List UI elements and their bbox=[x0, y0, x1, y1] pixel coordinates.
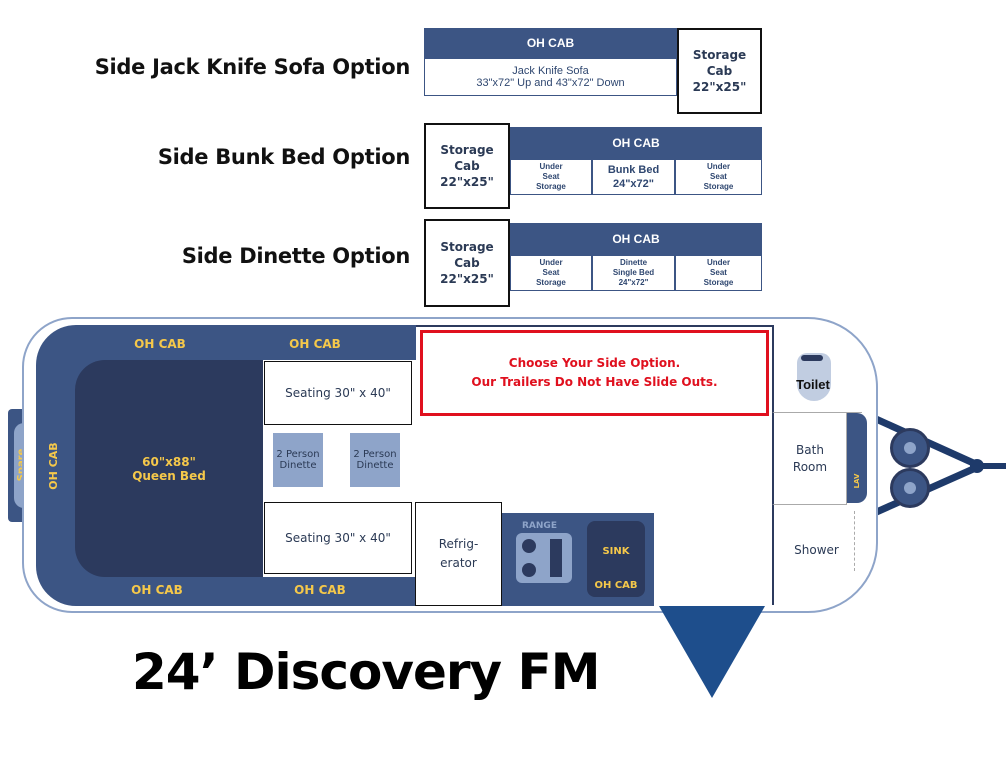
dinette-mid-line2: Single Bed bbox=[612, 268, 655, 277]
model-name: 24’ Discovery FM bbox=[132, 643, 600, 701]
dinette-table-left: 2 Person Dinette bbox=[273, 433, 323, 487]
jackknife-option-diagram: OH CAB Jack Knife Sofa 33"x72" Up and 43… bbox=[424, 28, 762, 114]
bunk-left-line1: Under bbox=[539, 162, 563, 171]
dinette-option-diagram: Storage Cab 22"x25" OH CAB Under Seat St… bbox=[424, 219, 762, 307]
bunk-storage-line3: 22"x25" bbox=[440, 175, 494, 189]
jackknife-storage-cab: Storage Cab 22"x25" bbox=[677, 28, 762, 114]
lav-label: LAV bbox=[853, 473, 861, 489]
entry-door-marker bbox=[659, 606, 765, 698]
kitchen-counter: RANGE SINK OH CAB bbox=[502, 513, 654, 606]
range-label: RANGE bbox=[522, 521, 557, 531]
jackknife-storage-line2: Cab bbox=[706, 64, 733, 78]
side-option-line2: Our Trailers Do Not Have Slide Outs. bbox=[471, 375, 718, 389]
bath-label-line1: Bath bbox=[796, 442, 824, 457]
rear-oh-cab-label: OH CAB bbox=[47, 442, 60, 490]
bath-label-line2: Room bbox=[792, 459, 828, 474]
seating-bottom: Seating 30" x 40" bbox=[264, 502, 412, 574]
bunk-option-title: Side Bunk Bed Option bbox=[157, 145, 410, 169]
oh-cab-top-left: OH CAB bbox=[134, 337, 186, 351]
bunk-bed: Bunk Bed 24"x72" bbox=[592, 159, 675, 195]
dinette-storage-line3: 22"x25" bbox=[440, 272, 494, 286]
dinette-table-right: 2 Person Dinette bbox=[350, 433, 400, 487]
bunk-storage-line1: Storage bbox=[440, 143, 494, 157]
bunk-right-line3: Storage bbox=[703, 182, 734, 191]
jack-wheel-top bbox=[890, 428, 930, 468]
dinette-mid-line1: Dinette bbox=[619, 258, 648, 267]
shower-label: Shower bbox=[794, 543, 839, 557]
toilet-room: Toilet bbox=[772, 325, 862, 413]
refrigerator: Refrig- erator bbox=[415, 502, 502, 606]
side-option-area: Choose Your Side Option. Our Trailers Do… bbox=[420, 330, 769, 416]
bunk-option-diagram: Storage Cab 22"x25" OH CAB Under Seat St… bbox=[424, 123, 762, 209]
range-cooktop bbox=[516, 533, 572, 583]
dinette-right-line2: Seat bbox=[710, 268, 727, 277]
dinette-single-bed: Dinette Single Bed 24"x72" bbox=[592, 255, 675, 291]
dinette-under-seat-left: Under Seat Storage bbox=[510, 255, 592, 291]
sink bbox=[587, 521, 645, 597]
bunk-storage-cab: Storage Cab 22"x25" bbox=[424, 123, 510, 209]
dinette-oh-cab: OH CAB bbox=[510, 223, 762, 255]
bunk-under-seat-right: Under Seat Storage bbox=[675, 159, 762, 195]
queen-bed: 60"x88" Queen Bed bbox=[75, 360, 263, 577]
bunk-oh-cab: OH CAB bbox=[510, 127, 762, 159]
burner-icon bbox=[522, 563, 536, 577]
bunk-mid-line2: 24"x72" bbox=[612, 178, 655, 190]
dinette-left-line2: Seat bbox=[542, 268, 560, 277]
kitchen-oh-cab-label: OH CAB bbox=[594, 580, 638, 591]
dinette-mid-line3: 24"x72" bbox=[618, 278, 649, 287]
dinette-option-title: Side Dinette Option bbox=[181, 244, 410, 268]
jackknife-storage-line3: 22"x25" bbox=[692, 80, 747, 94]
bunk-mid-line1: Bunk Bed bbox=[607, 164, 660, 176]
sink-label: SINK bbox=[602, 546, 630, 557]
burner-icon bbox=[522, 539, 536, 553]
dinette-right-label2: Dinette bbox=[356, 460, 394, 471]
jackknife-sofa: Jack Knife Sofa 33"x72" Up and 43"x72" D… bbox=[424, 58, 677, 96]
dinette-left-line3: Storage bbox=[536, 278, 566, 287]
refrigerator-line2: erator bbox=[440, 556, 477, 570]
toilet-label: Toilet bbox=[796, 377, 830, 392]
toilet-icon bbox=[797, 353, 831, 401]
dinette-storage-line2: Cab bbox=[454, 256, 480, 270]
dinette-right-line1: Under bbox=[706, 258, 731, 267]
bathroom: Bath Room bbox=[772, 413, 847, 505]
bunk-storage-line2: Cab bbox=[454, 159, 480, 173]
lav-sink: LAV bbox=[847, 413, 867, 503]
bunk-left-line2: Seat bbox=[542, 172, 560, 181]
dinette-right-line3: Storage bbox=[703, 278, 734, 287]
jackknife-option-title: Side Jack Knife Sofa Option bbox=[94, 55, 411, 79]
bunk-under-seat-left: Under Seat Storage bbox=[510, 159, 592, 195]
side-option-line1: Choose Your Side Option. bbox=[508, 356, 681, 370]
seating-top: Seating 30" x 40" bbox=[264, 361, 412, 425]
burner-icon bbox=[550, 539, 562, 577]
bunk-right-line1: Under bbox=[706, 162, 731, 171]
queen-bed-label: Queen Bed bbox=[132, 468, 206, 483]
dinette-left-label1: 2 Person bbox=[276, 449, 320, 460]
oh-cab-top-mid: OH CAB bbox=[289, 337, 341, 351]
dinette-right-label1: 2 Person bbox=[353, 449, 397, 460]
jackknife-oh-cab: OH CAB bbox=[424, 28, 677, 58]
dinette-storage-line1: Storage bbox=[440, 240, 494, 254]
jack-wheel-bottom bbox=[890, 468, 930, 508]
dinette-left-label2: Dinette bbox=[279, 460, 317, 471]
bunk-left-line3: Storage bbox=[536, 182, 566, 191]
dinette-left-line1: Under bbox=[539, 258, 563, 267]
dinette-under-seat-right: Under Seat Storage bbox=[675, 255, 762, 291]
queen-bed-size: 60"x88" bbox=[142, 454, 196, 469]
refrigerator-line1: Refrig- bbox=[438, 537, 479, 551]
jackknife-storage-line1: Storage bbox=[692, 48, 747, 62]
oh-cab-bottom-mid: OH CAB bbox=[294, 583, 346, 597]
bunk-right-line2: Seat bbox=[710, 172, 727, 181]
jackknife-sofa-line1: Jack Knife Sofa bbox=[512, 65, 589, 77]
jackknife-sofa-line2: 33"x72" Up and 43"x72" Down bbox=[476, 77, 625, 89]
oh-cab-bottom-left: OH CAB bbox=[131, 583, 183, 597]
shower: Shower bbox=[772, 505, 857, 605]
dinette-storage-cab: Storage Cab 22"x25" bbox=[424, 219, 510, 307]
